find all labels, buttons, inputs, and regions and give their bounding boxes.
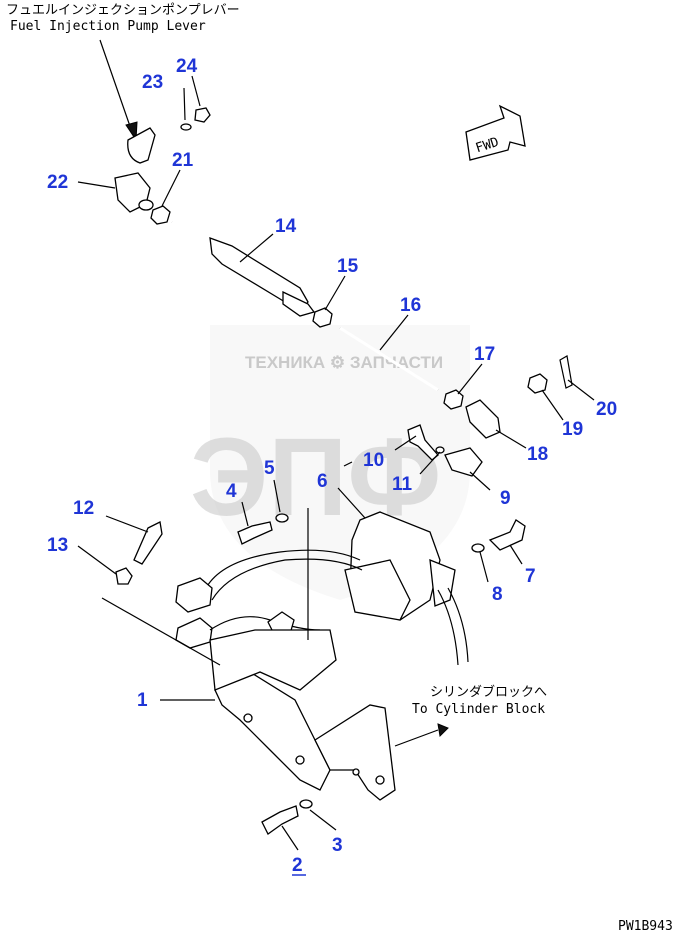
callout-5: 5 bbox=[264, 458, 275, 479]
leader-7 bbox=[509, 544, 523, 565]
leader-2 bbox=[281, 825, 299, 851]
callout-17: 17 bbox=[474, 344, 495, 365]
bolt-7 bbox=[488, 519, 526, 551]
callout-13: 13 bbox=[47, 535, 68, 556]
callout-7: 7 bbox=[525, 566, 536, 587]
callout-4: 4 bbox=[226, 481, 237, 502]
callout-11: 11 bbox=[392, 474, 413, 495]
nut-17 bbox=[443, 389, 464, 410]
callout-22: 22 bbox=[47, 172, 68, 193]
callout-9: 9 bbox=[500, 488, 511, 509]
cylinder-block-jp: シリンダブロックへ bbox=[430, 684, 547, 700]
leader-14 bbox=[239, 233, 274, 263]
callout-3: 3 bbox=[332, 835, 343, 856]
leader-15 bbox=[324, 275, 346, 311]
fuel-pump-lever-jp: フュエルインジェクションポンプレバー bbox=[6, 3, 240, 18]
drawing-code: PW1B943 bbox=[618, 919, 673, 934]
callout-15: 15 bbox=[337, 256, 359, 277]
callout-2: 2 bbox=[292, 855, 303, 876]
callout-18: 18 bbox=[527, 444, 548, 465]
tick-6 bbox=[343, 461, 353, 467]
washer-23 bbox=[180, 123, 192, 131]
callout-20: 20 bbox=[596, 399, 617, 420]
leader-20 bbox=[567, 379, 595, 401]
bolt-4 bbox=[237, 521, 273, 545]
callout-6: 6 bbox=[317, 471, 328, 492]
callout-24: 24 bbox=[176, 56, 198, 77]
watermark-logo: ЭПФ bbox=[190, 416, 441, 539]
leader-19 bbox=[541, 389, 564, 421]
nut-21 bbox=[150, 205, 171, 225]
leader-22 bbox=[77, 181, 116, 189]
lever-9 bbox=[444, 447, 483, 477]
washer-5 bbox=[275, 513, 289, 523]
leader-8 bbox=[479, 551, 489, 583]
callout-14: 14 bbox=[275, 216, 297, 237]
nut-13 bbox=[115, 567, 133, 585]
leader-21 bbox=[161, 169, 181, 207]
washer-3 bbox=[299, 799, 313, 809]
leader-11 bbox=[419, 451, 441, 475]
lever-arrowhead bbox=[125, 121, 138, 142]
leader-10 bbox=[394, 435, 417, 451]
leader-4 bbox=[241, 501, 249, 527]
ref-line-13 bbox=[101, 597, 221, 666]
nut-19 bbox=[527, 373, 548, 394]
callout-10: 10 bbox=[363, 450, 384, 471]
fwd-arrow-icon: FWD bbox=[465, 104, 526, 161]
watermark-text: ТЕХНИКА ⚙ ЗАПЧАСТИ bbox=[245, 353, 443, 372]
leader-23 bbox=[183, 87, 186, 121]
leader-16 bbox=[379, 314, 409, 351]
leader-24 bbox=[191, 75, 201, 107]
callout-21: 21 bbox=[172, 150, 194, 171]
nut-15 bbox=[312, 307, 333, 328]
wiring-harness bbox=[175, 549, 363, 649]
leader-17 bbox=[457, 363, 483, 395]
rod-16 bbox=[339, 326, 439, 392]
actuator-6 bbox=[344, 511, 469, 666]
bracket-1 bbox=[209, 629, 396, 801]
bolt-12 bbox=[133, 521, 163, 565]
cylinder-block-en: To Cylinder Block bbox=[412, 702, 545, 717]
leader-18 bbox=[495, 429, 527, 449]
watermark: ТЕХНИКА ⚙ ЗАПЧАСТИ ЭПФ bbox=[190, 325, 470, 600]
leader-6 bbox=[337, 487, 366, 519]
leader-3 bbox=[309, 809, 337, 831]
leader-12 bbox=[105, 515, 149, 533]
callout-19: 19 bbox=[562, 419, 583, 440]
washer-11 bbox=[435, 446, 445, 454]
ball-joint-18 bbox=[465, 399, 501, 439]
leader-13 bbox=[77, 545, 117, 575]
callout-1: 1 bbox=[137, 690, 148, 711]
bolt-2 bbox=[261, 805, 299, 835]
fuel-pump-lever-en: Fuel Injection Pump Lever bbox=[10, 19, 206, 34]
cable-rod-14 bbox=[171, 220, 316, 317]
leader-5 bbox=[273, 479, 281, 513]
washer-8 bbox=[471, 543, 485, 553]
cotter-pin-20 bbox=[559, 355, 573, 389]
nut-24 bbox=[194, 107, 211, 123]
callout-23: 23 bbox=[142, 72, 163, 93]
pump-lever-bracket bbox=[127, 127, 156, 164]
cylinder-arrowhead bbox=[437, 723, 449, 738]
lever-pointer-line bbox=[99, 39, 133, 133]
ball-joint-eye bbox=[138, 199, 154, 211]
leader-9 bbox=[469, 471, 491, 491]
callout-16: 16 bbox=[400, 295, 421, 316]
callout-8: 8 bbox=[492, 584, 503, 605]
cylinder-arrow-line bbox=[394, 729, 439, 747]
callout-12: 12 bbox=[73, 498, 94, 519]
fwd-label: FWD bbox=[474, 135, 501, 157]
